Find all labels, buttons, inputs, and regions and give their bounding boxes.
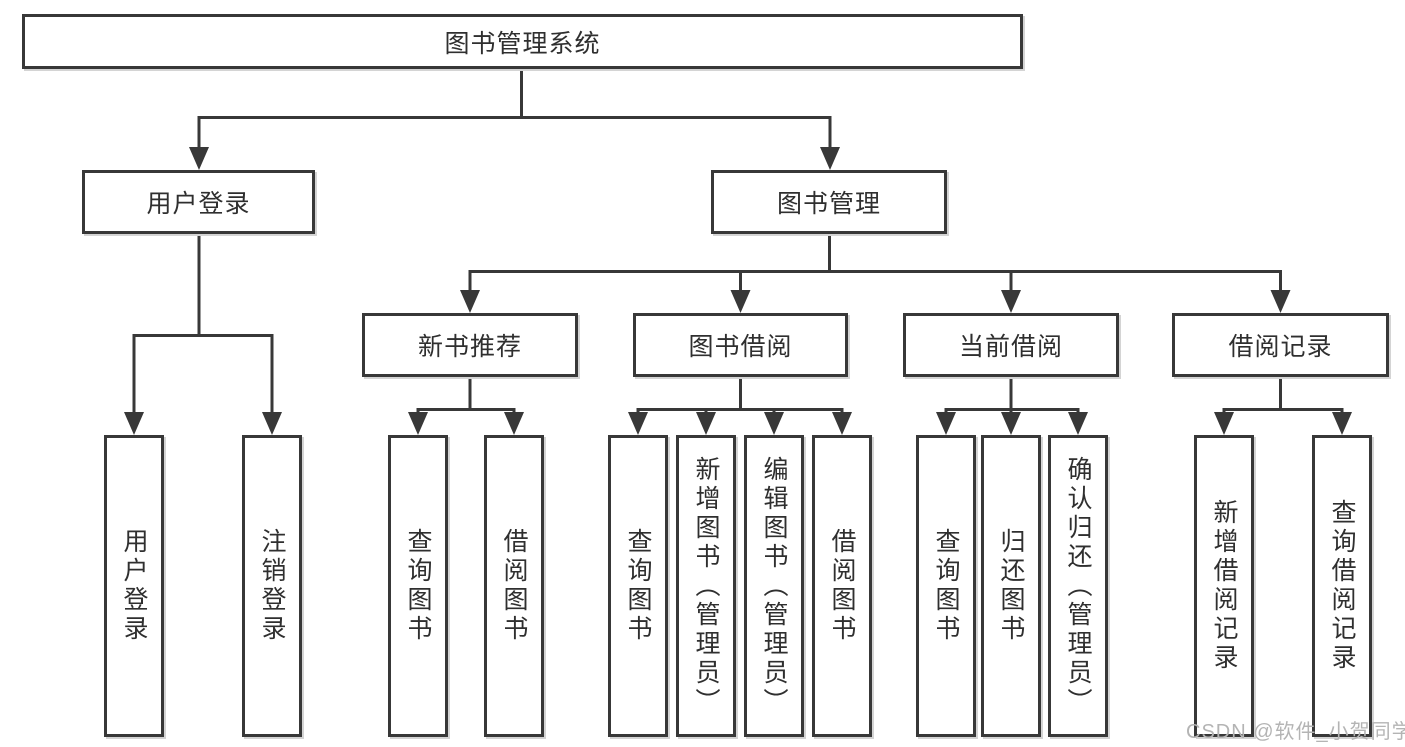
leaf-return-book: 归还图书 [981,435,1041,737]
leaf-borrow-books-newbook: 借阅图书 [484,435,544,737]
leaf-logout: 注销登录 [242,435,302,737]
node-borrow-records: 借阅记录 [1172,313,1389,377]
leaf-confirm-return-admin: 确认归还（管理员） [1048,435,1108,737]
leaf-user-login: 用户登录 [104,435,164,737]
leaf-borrow-books-borrow: 借阅图书 [812,435,872,737]
leaf-add-borrow-record: 新增借阅记录 [1194,435,1254,737]
leaf-query-borrow-record: 查询借阅记录 [1312,435,1372,737]
node-new-book-recommend: 新书推荐 [362,313,578,377]
node-library-system: 图书管理系统 [22,14,1023,69]
node-current-borrowing: 当前借阅 [903,313,1119,377]
leaf-edit-book-admin: 编辑图书（管理员） [744,435,804,737]
leaf-query-books-current: 查询图书 [916,435,976,737]
leaf-query-books-newbook: 查询图书 [388,435,448,737]
node-book-management: 图书管理 [711,170,947,234]
leaf-query-books-borrow: 查询图书 [608,435,668,737]
watermark-csdn: CSDN @软件_小贺同学 [1186,721,1405,743]
leaf-add-book-admin: 新增图书（管理员） [676,435,736,737]
node-user-login: 用户登录 [82,170,315,234]
node-book-borrowing: 图书借阅 [633,313,848,377]
